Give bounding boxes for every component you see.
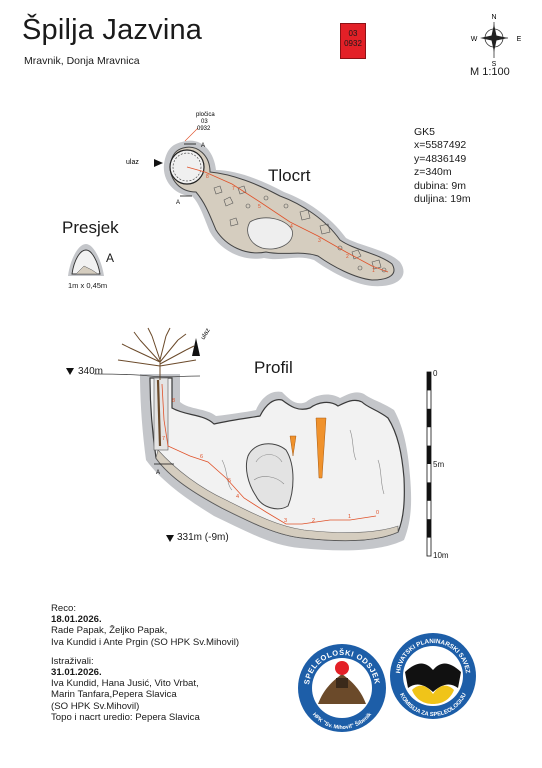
profile-entrance-label: ulaz — [200, 327, 212, 341]
plan-plaque-l1: 03 — [201, 119, 208, 125]
compass-s: S — [492, 61, 497, 68]
reco-people-2: Iva Kundid i Ante Prgin (SO HPK Sv.Mihov… — [51, 636, 240, 648]
plan-entrance-arrow — [154, 159, 163, 167]
elevation-top-marker — [66, 368, 74, 375]
cave-number-tag: 03 0932 — [340, 23, 366, 59]
profile-view: 0 1 2 3 4 5 6 7 8 ulaz A — [66, 327, 432, 557]
svg-text:2: 2 — [346, 254, 349, 260]
elevation-entrance: 340m — [78, 366, 104, 377]
plan-section-mark-bottom: A — [176, 200, 180, 206]
topo-author: Topo i nacrt uredio: Pepera Slavica — [51, 711, 200, 723]
coord-y: y=4836149 — [414, 152, 467, 165]
plan-entrance-label: ulaz — [126, 159, 139, 166]
map-scale: M 1:100 — [470, 66, 510, 78]
plan-boulder — [247, 217, 293, 250]
speleo-section-logo: SPELEOLOŠKI ODSJEK HPK "Sv. Mihovil" Šib… — [298, 644, 386, 732]
exploration-people-3: (SO HPK Sv.Mihovil) — [51, 700, 140, 712]
cross-section-a — [68, 244, 104, 276]
hps-speleo-commission-logo: HRVATSKI PLANINARSKI SAVEZ KOMISIJA ZA S… — [390, 633, 476, 719]
profile-tree-root — [156, 379, 162, 447]
plan-survey-line — [186, 166, 389, 273]
svg-text:8: 8 — [172, 398, 175, 404]
scalebar-label-5: 5m — [433, 460, 445, 469]
compass-w: W — [471, 36, 478, 43]
cave-tag-line2: 0932 — [344, 39, 362, 48]
stalactite-right — [315, 417, 327, 479]
stalactite-left — [289, 435, 297, 457]
svg-text:8: 8 — [206, 174, 209, 180]
exploration-people-2: Marin Tanfara,Pepera Slavica — [51, 689, 177, 701]
svg-text:5: 5 — [258, 204, 261, 210]
svg-text:4: 4 — [236, 494, 239, 500]
reco-label: Reco: — [51, 603, 77, 614]
exploration-people-1: Iva Kundid, Hana Jusić, Vito Vrbat, — [51, 678, 199, 690]
profile-view-label: Profil — [254, 358, 293, 377]
svg-text:1: 1 — [348, 514, 351, 520]
plan-view-label: Tlocrt — [268, 166, 311, 185]
reco-date: 18.01.2026. — [51, 614, 102, 626]
coord-system: GK5 — [414, 126, 436, 138]
svg-text:7: 7 — [232, 186, 235, 192]
north-arrow-compass: N S E W — [471, 14, 522, 68]
plan-section-mark-top: A — [201, 143, 205, 149]
svg-text:6: 6 — [200, 454, 203, 460]
section-view-label: Presjek — [62, 218, 119, 237]
plan-cave-floor — [169, 146, 395, 281]
plan-view: pločica 03 0932 ulaz A A 8 7 5 4 3 2 1 — [126, 112, 404, 287]
cave-location: Mravnik, Donja Mravnica — [24, 55, 140, 67]
reco-people-1: Rade Papak, Željko Papak, — [51, 625, 168, 637]
profile-station-numbers: 0 1 2 3 4 5 6 7 8 — [162, 398, 379, 524]
scalebar-label-0: 0 — [433, 369, 438, 378]
svg-text:2: 2 — [312, 518, 315, 524]
section-dimensions: 1m x 0,45m — [68, 281, 108, 290]
svg-text:1: 1 — [372, 268, 375, 274]
scalebar-label-10: 10m — [433, 551, 449, 560]
profile-section-mark: A — [156, 470, 160, 476]
profile-survey-line — [161, 383, 377, 525]
svg-text:0: 0 — [376, 510, 379, 516]
svg-text:7: 7 — [162, 436, 165, 442]
elevation-bottom: 331m (-9m) — [177, 532, 229, 543]
cave-depth: dubina: 9m — [414, 179, 466, 192]
coord-x: x=5587492 — [414, 139, 467, 152]
exploration-date: 31.01.2026. — [51, 667, 102, 679]
svg-text:5: 5 — [228, 478, 231, 484]
compass-n: N — [491, 14, 496, 21]
profile-boulder — [245, 443, 294, 510]
profile-tree — [117, 327, 197, 380]
vertical-scalebar — [426, 371, 432, 557]
survey-credits: Reco: 18.01.2026. Rade Papak, Željko Pap… — [51, 603, 239, 723]
elevation-bottom-marker — [166, 535, 174, 542]
svg-text:4: 4 — [290, 224, 293, 230]
cave-title: Špilja Jazvina — [22, 14, 203, 46]
cave-tag-line1: 03 — [348, 29, 358, 38]
coord-z: z=340m — [414, 166, 452, 179]
profile-entrance-arrow — [192, 338, 200, 356]
plan-plaque-label: pločica — [196, 112, 215, 118]
compass-e: E — [517, 36, 522, 43]
exploration-label: Istraživali: — [51, 655, 94, 667]
svg-text:3: 3 — [284, 518, 287, 524]
section-letter: A — [106, 251, 115, 265]
svg-text:3: 3 — [318, 238, 321, 244]
cave-length: duljina: 19m — [414, 193, 471, 206]
coordinates-block: GK5 x=5587492 y=4836149 z=340m dubina: 9… — [414, 126, 471, 206]
plan-plaque-l2: 0932 — [197, 126, 211, 132]
